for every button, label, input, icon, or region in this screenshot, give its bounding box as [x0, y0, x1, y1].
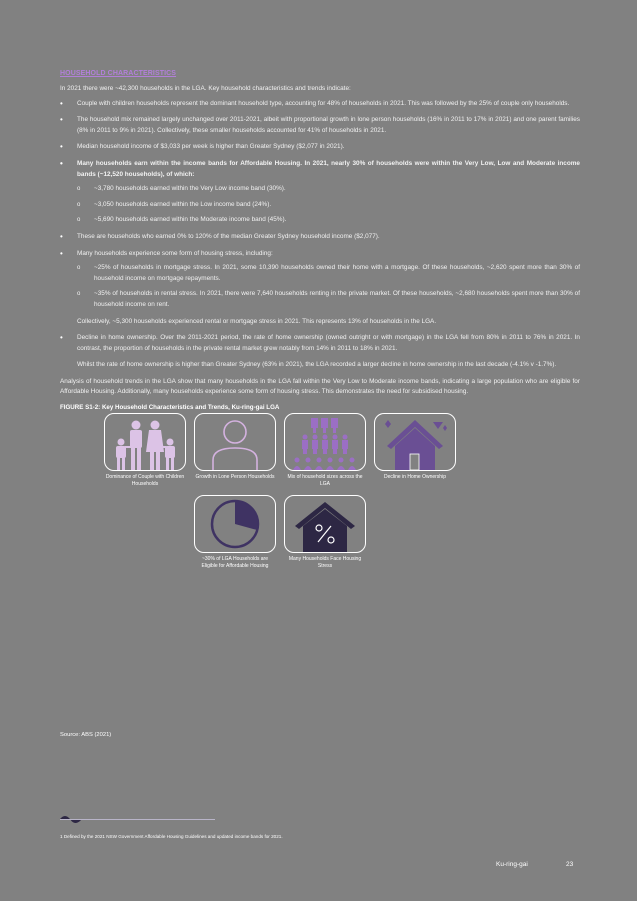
sub-moderate: ~5,690 households earned within the Mode…	[77, 215, 580, 226]
income-band-sublist: ~3,780 households earned within the Very…	[77, 184, 580, 226]
characteristics-list: Couple with children households represen…	[60, 99, 580, 311]
sub-low: ~3,050 households earned within the Low …	[77, 200, 580, 211]
figure-item-family: Dominance of Couple with Children Househ…	[104, 413, 186, 487]
page-number: 23	[566, 861, 574, 868]
sub-very-low: ~3,780 households earned within the Very…	[77, 184, 580, 195]
figure-label: Many Households Face Housing Stress	[288, 556, 362, 569]
figure-item-housing-stress: Many Households Face Housing Stress	[284, 495, 366, 569]
analysis-paragraph: Analysis of household trends in the LGA …	[60, 377, 580, 396]
bullet-affordable-income-bands: Many households earn within the income b…	[60, 159, 580, 226]
bullet-housing-stress: Many households experience some form of …	[60, 249, 580, 311]
figure-item-lone-person: Growth in Lone Person Households	[194, 413, 276, 487]
figure-icons-row-1: Dominance of Couple with Children Househ…	[104, 413, 580, 487]
figure-item-household-mix: Mix of household sizes across the LGA	[284, 413, 366, 487]
figure-title: FIGURE S1-2: Key Household Characteristi…	[60, 404, 280, 412]
decorative-wave-icon	[60, 816, 82, 823]
house-icon	[385, 420, 447, 471]
figure-label: Mix of household sizes across the LGA	[287, 474, 363, 487]
document-body: HOUSEHOLD CHARACTERISTICS In 2021 there …	[60, 62, 580, 569]
family-icon	[116, 420, 175, 471]
figure-icons-row-2: ~30% of LGA Households are Eligible for …	[194, 495, 580, 569]
footnote: 1 Defined by the 2021 NSW Government Aff…	[60, 834, 283, 839]
footer-council-name: Ku-ring-gai	[496, 861, 528, 868]
sub-mortgage-stress: ~25% of households in mortgage stress. I…	[77, 263, 580, 284]
figure-item-affordable-eligible: ~30% of LGA Households are Eligible for …	[194, 495, 276, 569]
figure-source: Source: ABS (2021)	[60, 732, 112, 738]
figure-label: Decline in Home Ownership	[384, 474, 446, 481]
bullet-home-ownership: Decline in home ownership. Over the 2011…	[60, 333, 580, 354]
figure-label: ~30% of LGA Households are Eligible for …	[201, 556, 269, 569]
bullet-median-definition: These are households who earned 0% to 12…	[60, 232, 580, 243]
bullet-household-mix: The household mix remained largely uncha…	[60, 115, 580, 136]
ownership-comparison: Whilst the rate of home ownership is hig…	[77, 361, 557, 369]
figure-label: Dominance of Couple with Children Househ…	[105, 474, 185, 487]
pie-chart-icon	[210, 499, 260, 549]
crowd-icon	[293, 418, 356, 471]
person-icon	[212, 420, 258, 471]
section-heading: HOUSEHOLD CHARACTERISTICS	[60, 70, 177, 77]
bullet-median-income: Median household income of $3,033 per we…	[60, 142, 580, 153]
intro-paragraph: In 2021 there were ~42,300 households in…	[60, 85, 351, 92]
figure-item-home-ownership: Decline in Home Ownership	[374, 413, 456, 487]
housing-stress-sublist: ~25% of households in mortgage stress. I…	[77, 263, 580, 310]
ownership-list: Decline in home ownership. Over the 2011…	[60, 333, 580, 354]
house-percent-icon	[295, 502, 355, 553]
bullet-couple-children: Couple with children households represen…	[60, 99, 580, 110]
sub-rental-stress: ~35% of households in rental stress. In …	[77, 289, 580, 310]
stress-summary: Collectively, ~5,300 households experien…	[77, 317, 437, 325]
figure-label: Growth in Lone Person Households	[195, 474, 275, 481]
footnote-divider	[60, 819, 215, 820]
